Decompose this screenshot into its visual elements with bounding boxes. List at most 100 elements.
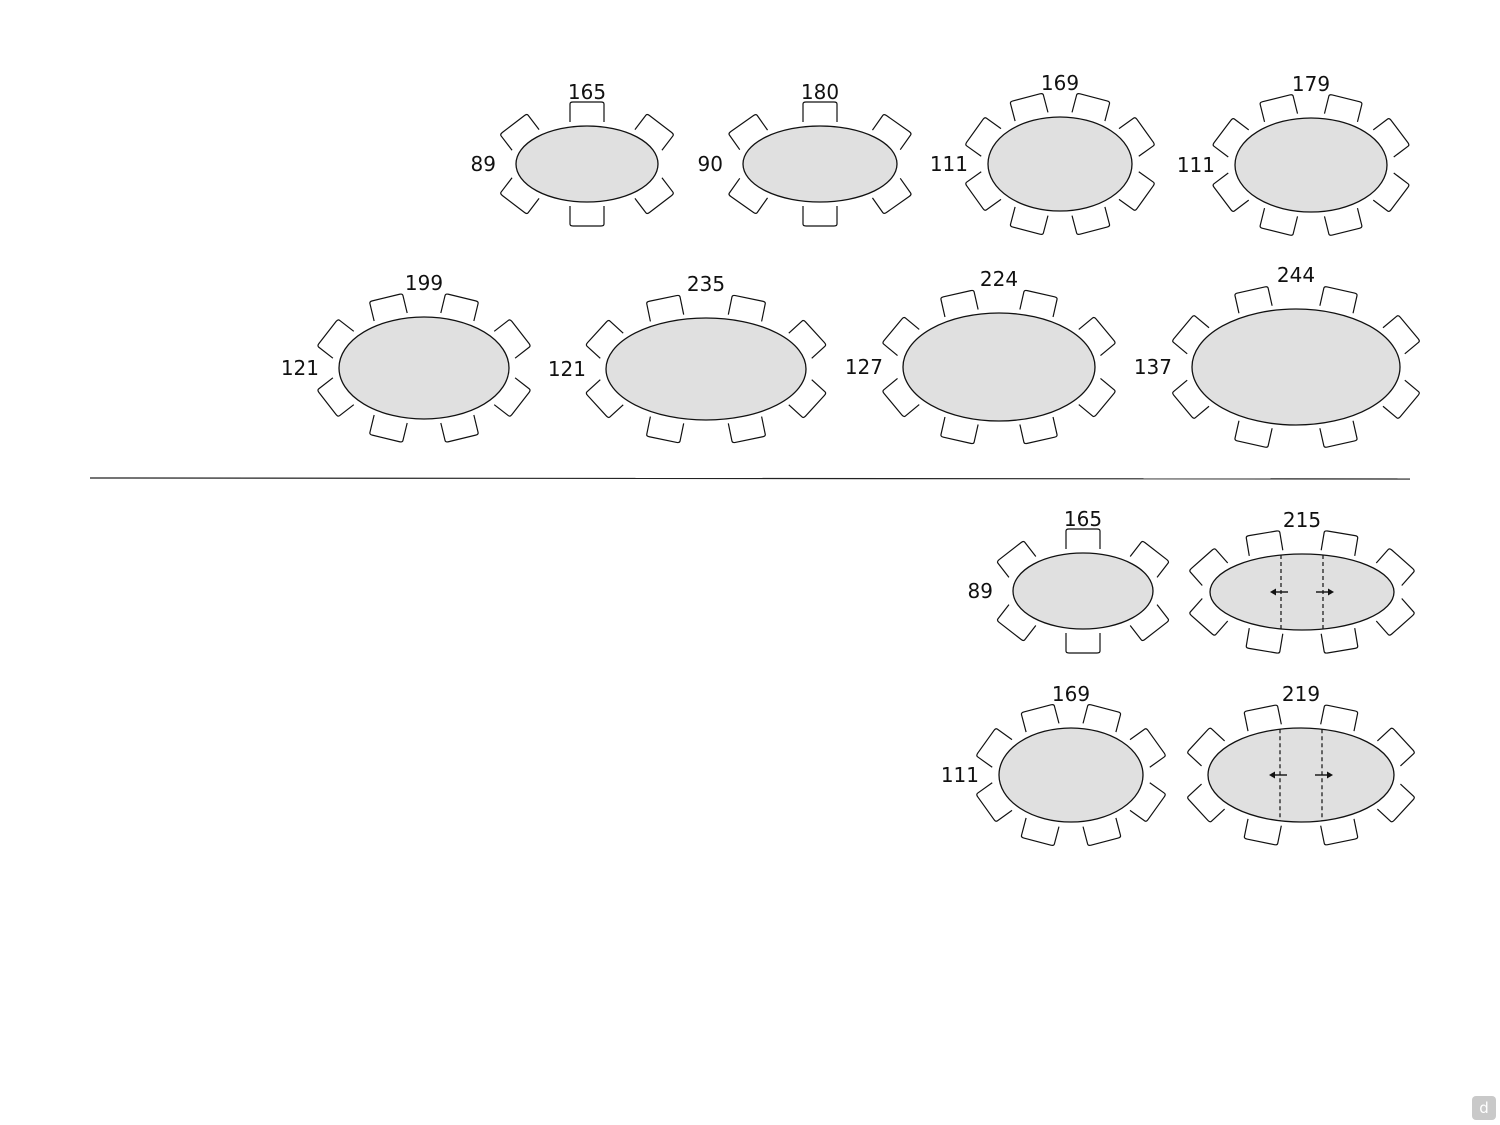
chair-icon: [634, 177, 674, 215]
chair-icon: [369, 293, 408, 322]
chair-icon: [728, 177, 769, 214]
chair-icon: [1065, 633, 1101, 654]
table-width-label: 111: [1177, 153, 1215, 177]
chair-icon: [1019, 289, 1058, 318]
chair-icon: [882, 377, 920, 418]
chair-icon: [965, 171, 1002, 211]
table-length-label: 165: [568, 80, 606, 104]
chair-icon: [1129, 782, 1166, 822]
table-length-label: 199: [405, 271, 443, 295]
chair-icon: [1189, 598, 1229, 636]
table-width-label: 121: [548, 357, 586, 381]
extend-right-arrowhead-icon: [1328, 588, 1334, 596]
chair-icon: [1082, 703, 1122, 733]
chair-icon: [882, 316, 920, 357]
watermark-logo: d: [1472, 1096, 1496, 1120]
chair-icon: [1009, 92, 1049, 122]
chair-icon: [1234, 286, 1273, 314]
table-length-label: 215: [1283, 508, 1321, 532]
chair-icon: [1212, 118, 1250, 158]
chair-icon: [1376, 727, 1415, 767]
chair-icon: [727, 294, 766, 322]
chair-icon: [1320, 530, 1359, 556]
chair-icon: [1009, 206, 1049, 236]
extend-right-arrowhead-icon: [1327, 771, 1333, 779]
chair-icon: [965, 117, 1002, 157]
chair-icon: [1078, 377, 1116, 418]
chair-icon: [1187, 727, 1226, 767]
chair-icon: [940, 289, 979, 318]
table-t2: 180 90: [698, 80, 912, 227]
chair-icon: [493, 319, 531, 359]
table-top-oval: [338, 316, 510, 420]
chair-icon: [1382, 315, 1420, 355]
chair-icon: [1019, 416, 1058, 445]
section-divider: [89, 477, 1411, 480]
extend-left-arrowhead-icon: [1270, 588, 1276, 596]
table-width-label: 89: [471, 152, 496, 176]
chair-icon: [1323, 94, 1363, 122]
table-top-oval: [1234, 117, 1388, 213]
chair-icon: [1078, 316, 1116, 357]
table-t10: 215: [1189, 508, 1415, 654]
chair-icon: [1319, 286, 1358, 314]
table-top-oval: [1012, 552, 1154, 630]
table-top-oval: [605, 317, 807, 421]
chair-icon: [1243, 704, 1282, 732]
chair-icon: [1071, 206, 1111, 236]
table-top-oval: [1191, 308, 1401, 426]
table-length-label: 180: [801, 80, 839, 104]
chair-icon: [646, 294, 685, 322]
table-width-label: 137: [1134, 355, 1172, 379]
chair-icon: [1071, 92, 1111, 122]
chair-icon: [440, 293, 479, 322]
table-length-label: 219: [1282, 682, 1320, 706]
table-top-oval: [987, 116, 1133, 212]
chair-icon: [1020, 817, 1060, 847]
chair-icon: [788, 379, 827, 419]
table-width-label: 111: [941, 763, 979, 787]
chair-icon: [1118, 171, 1155, 211]
table-length-label: 224: [980, 267, 1018, 291]
table-length-label: 235: [687, 272, 725, 296]
chair-icon: [317, 319, 355, 359]
chair-icon: [1172, 379, 1210, 419]
chair-icon: [728, 114, 769, 151]
chair-icon: [440, 414, 479, 443]
chair-icon: [1375, 598, 1415, 636]
chair-icon: [802, 206, 838, 227]
table-t12: 219: [1187, 682, 1415, 846]
chair-icon: [500, 177, 540, 215]
chair-icon: [1243, 818, 1282, 846]
chair-icon: [1382, 379, 1420, 419]
chair-icon: [1187, 783, 1226, 823]
chair-icon: [646, 416, 685, 444]
chair-icon: [1259, 208, 1299, 236]
table-length-label: 179: [1292, 72, 1330, 96]
table-length-label: 244: [1277, 263, 1315, 287]
table-top-oval: [1207, 727, 1395, 823]
chair-icon: [569, 206, 605, 227]
extend-left-arrowhead-icon: [1269, 771, 1275, 779]
table-width-label: 90: [698, 152, 723, 176]
chair-icon: [1319, 420, 1358, 448]
chair-icon: [1189, 548, 1229, 586]
chair-icon: [976, 728, 1013, 768]
chair-icon: [976, 782, 1013, 822]
table-width-label: 111: [930, 152, 968, 176]
chair-icon: [1212, 172, 1250, 212]
chair-icon: [569, 101, 605, 122]
chair-icon: [1376, 783, 1415, 823]
chair-icon: [1172, 315, 1210, 355]
chair-icon: [871, 114, 912, 151]
table-top-oval: [515, 125, 659, 203]
chair-icon: [1320, 704, 1359, 732]
chair-icon: [1065, 528, 1101, 549]
chair-icon: [940, 416, 979, 445]
chair-icon: [1082, 817, 1122, 847]
table-top-oval: [742, 125, 898, 203]
